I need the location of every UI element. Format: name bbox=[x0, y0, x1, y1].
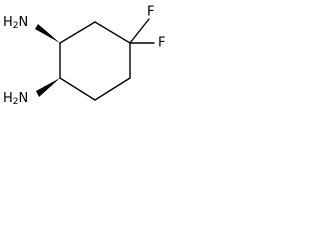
amine-bottom-label: H2N bbox=[3, 91, 28, 108]
bond-c6-c5 bbox=[94, 77, 131, 101]
molecule-structure: H2N H2N F F bbox=[3, 5, 165, 108]
bond-c5-c4 bbox=[59, 77, 96, 101]
fluorine-right-label: F bbox=[158, 36, 165, 51]
wedge-bond-top bbox=[35, 24, 60, 43]
fluorine-top-label: F bbox=[147, 5, 154, 20]
wedge-bond-bottom bbox=[36, 78, 60, 97]
bond-c1-f-top bbox=[129, 18, 150, 44]
amine-top-label: H2N bbox=[3, 15, 28, 32]
bond-c3-c2 bbox=[59, 21, 96, 44]
bond-c2-c1 bbox=[94, 21, 131, 44]
